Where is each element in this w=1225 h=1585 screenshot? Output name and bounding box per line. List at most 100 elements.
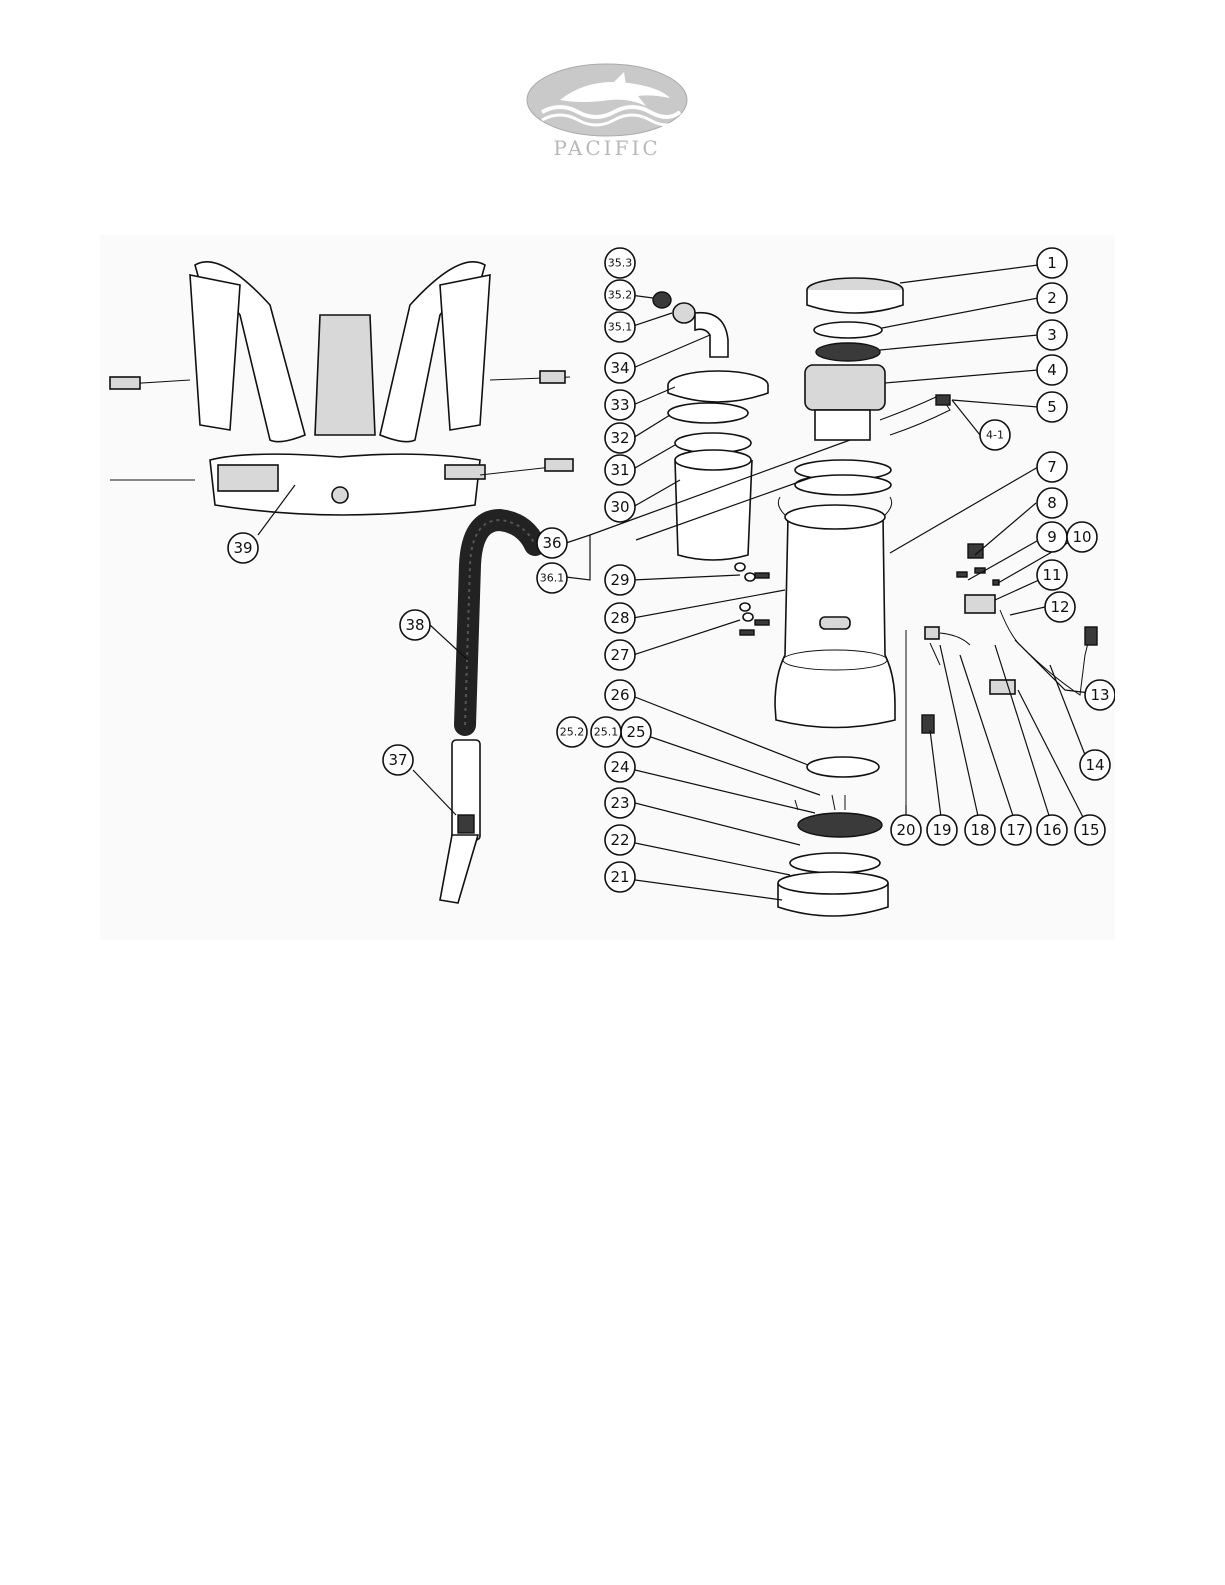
svg-text:23: 23 xyxy=(610,794,629,812)
svg-text:34: 34 xyxy=(610,359,629,377)
callout-5: 5 xyxy=(1037,392,1067,422)
callout-2: 2 xyxy=(1037,283,1067,313)
callout-13: 13 xyxy=(1085,680,1115,710)
callout-9: 9 xyxy=(1037,522,1067,552)
svg-text:28: 28 xyxy=(610,609,629,627)
callout-28: 28 xyxy=(605,603,635,633)
svg-text:30: 30 xyxy=(610,498,629,516)
callout-25: 25 xyxy=(621,717,651,747)
callout-34: 34 xyxy=(605,353,635,383)
canister-body xyxy=(775,497,895,728)
svg-text:25.2: 25.2 xyxy=(560,726,585,739)
svg-text:25: 25 xyxy=(626,723,645,741)
callout-10: 10 xyxy=(1067,522,1097,552)
svg-text:35.2: 35.2 xyxy=(608,289,633,302)
svg-text:16: 16 xyxy=(1042,821,1061,839)
svg-text:1: 1 xyxy=(1047,254,1057,272)
svg-text:25.1: 25.1 xyxy=(594,726,619,739)
svg-text:36: 36 xyxy=(542,534,561,552)
callout-18: 18 xyxy=(965,815,995,845)
svg-text:21: 21 xyxy=(610,868,629,886)
motor-gasket xyxy=(795,460,891,495)
callout-22: 22 xyxy=(605,825,635,855)
svg-text:13: 13 xyxy=(1090,686,1109,704)
motor-cover xyxy=(807,278,903,313)
svg-text:17: 17 xyxy=(1006,821,1025,839)
cover-gasket xyxy=(814,322,882,338)
callout-36-1: 36.1 xyxy=(537,563,567,593)
callout-35-3: 35.3 xyxy=(605,248,635,278)
svg-text:4: 4 xyxy=(1047,361,1057,379)
svg-text:32: 32 xyxy=(610,429,629,447)
svg-text:38: 38 xyxy=(405,616,424,634)
svg-text:26: 26 xyxy=(610,686,629,704)
callout-17: 17 xyxy=(1001,815,1031,845)
callout-19: 19 xyxy=(927,815,957,845)
svg-text:31: 31 xyxy=(610,461,629,479)
svg-text:18: 18 xyxy=(970,821,989,839)
exhaust-filter xyxy=(816,343,880,361)
callout-25-2: 25.2 xyxy=(557,717,587,747)
callout-39: 39 xyxy=(228,533,258,563)
svg-text:39: 39 xyxy=(233,539,252,557)
callout-12: 12 xyxy=(1045,592,1075,622)
svg-text:19: 19 xyxy=(932,821,951,839)
callout-27: 27 xyxy=(605,640,635,670)
callout-15: 15 xyxy=(1075,815,1105,845)
dolphin-emblem xyxy=(527,64,687,136)
svg-text:12: 12 xyxy=(1050,598,1069,616)
callout-3: 3 xyxy=(1037,320,1067,350)
callout-33: 33 xyxy=(605,390,635,420)
svg-text:14: 14 xyxy=(1085,756,1104,774)
callout-24: 24 xyxy=(605,752,635,782)
lid-gasket xyxy=(668,403,748,423)
callout-26: 26 xyxy=(605,680,635,710)
cloth-filter xyxy=(675,450,752,560)
callout-35-1: 35.1 xyxy=(605,312,635,342)
callout-38: 38 xyxy=(400,610,430,640)
svg-text:2: 2 xyxy=(1047,289,1057,307)
filter-lid xyxy=(668,371,768,402)
callout-30: 30 xyxy=(605,492,635,522)
callout-32: 32 xyxy=(605,423,635,453)
callout-20: 20 xyxy=(891,815,921,845)
svg-text:9: 9 xyxy=(1047,528,1057,546)
callout-8: 8 xyxy=(1037,488,1067,518)
callout-7: 7 xyxy=(1037,452,1067,482)
callout-1: 1 xyxy=(1037,248,1067,278)
svg-text:37: 37 xyxy=(388,751,407,769)
callout-14: 14 xyxy=(1080,750,1110,780)
callout-36: 36 xyxy=(537,528,567,558)
svg-text:33: 33 xyxy=(610,396,629,414)
svg-text:5: 5 xyxy=(1047,398,1057,416)
callout-25-1: 25.1 xyxy=(591,717,621,747)
callout-16: 16 xyxy=(1037,815,1067,845)
svg-text:8: 8 xyxy=(1047,494,1057,512)
svg-text:29: 29 xyxy=(610,571,629,589)
logo-wordmark: PACIFIC xyxy=(553,136,660,160)
svg-text:15: 15 xyxy=(1080,821,1099,839)
callout-37: 37 xyxy=(383,745,413,775)
svg-text:24: 24 xyxy=(610,758,629,776)
callout-11: 11 xyxy=(1037,560,1067,590)
callout-31: 31 xyxy=(605,455,635,485)
svg-text:3: 3 xyxy=(1047,326,1057,344)
svg-text:11: 11 xyxy=(1042,566,1061,584)
callout-29: 29 xyxy=(605,565,635,595)
callout-21: 21 xyxy=(605,862,635,892)
exploded-parts-diagram: 1 2 3 4 4-1 5 7 8 9 10 11 12 13 14 15 16… xyxy=(100,235,1115,940)
svg-text:36.1: 36.1 xyxy=(540,572,565,585)
callout-23: 23 xyxy=(605,788,635,818)
svg-text:35.3: 35.3 xyxy=(608,257,633,270)
callout-4: 4 xyxy=(1037,355,1067,385)
svg-text:22: 22 xyxy=(610,831,629,849)
svg-text:27: 27 xyxy=(610,646,629,664)
svg-text:4-1: 4-1 xyxy=(986,429,1004,442)
pacific-logo: PACIFIC xyxy=(520,62,695,162)
callout-35-2: 35.2 xyxy=(605,280,635,310)
svg-text:20: 20 xyxy=(896,821,915,839)
svg-text:7: 7 xyxy=(1047,458,1057,476)
svg-text:35.1: 35.1 xyxy=(608,321,633,334)
svg-text:10: 10 xyxy=(1072,528,1091,546)
callout-4-1: 4-1 xyxy=(980,420,1010,450)
